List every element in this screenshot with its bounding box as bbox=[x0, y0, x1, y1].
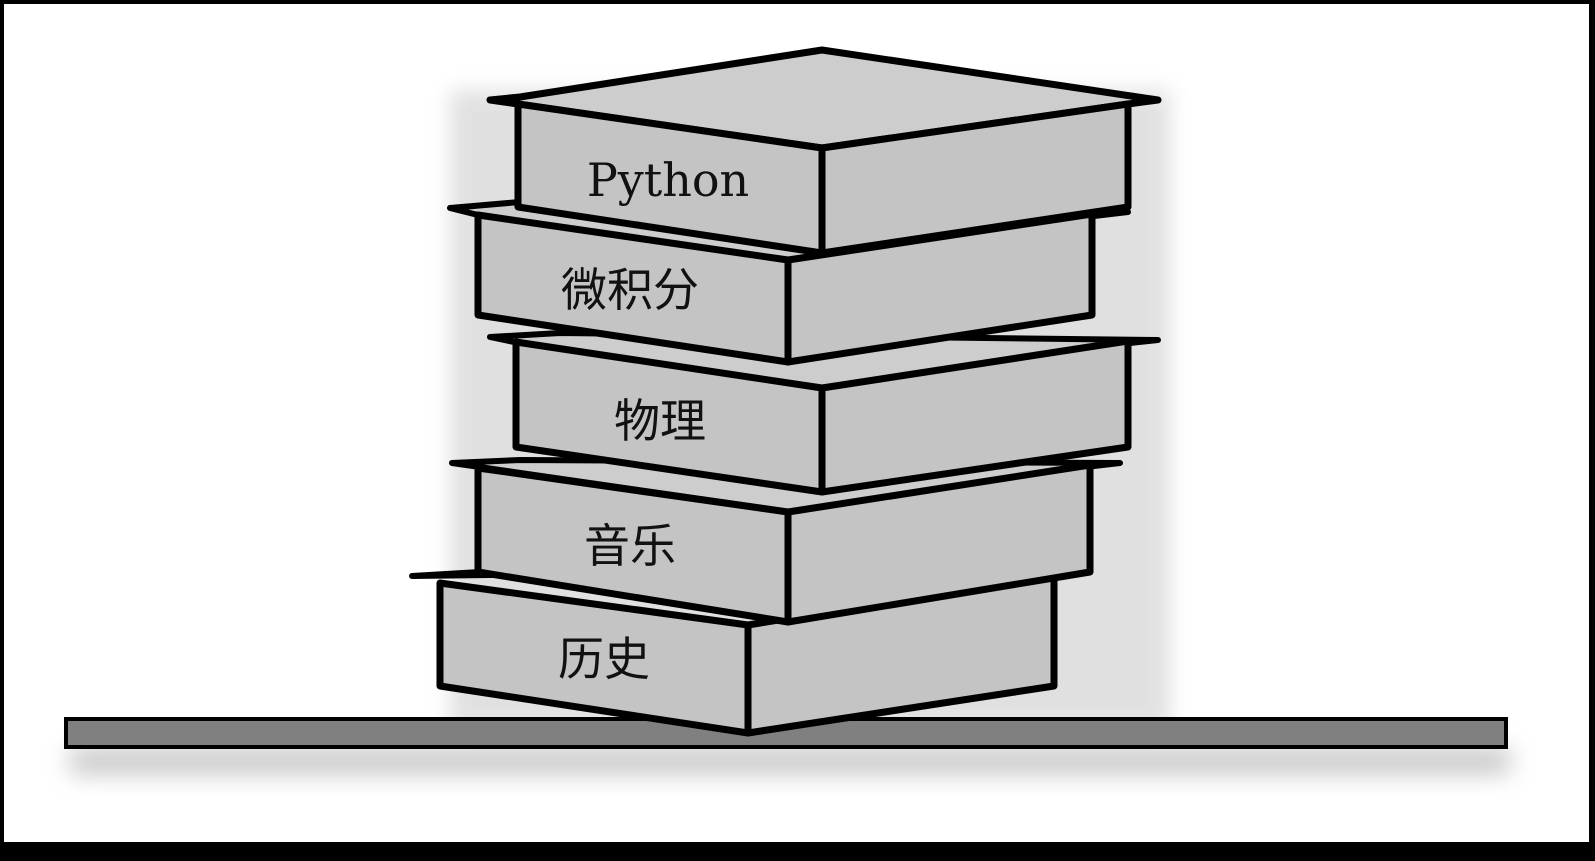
book-python-label: Python bbox=[587, 153, 749, 207]
book-physics-side bbox=[818, 337, 1132, 496]
book-music-side bbox=[784, 461, 1094, 626]
book-physics: 物理 bbox=[487, 330, 1161, 496]
book-python-side bbox=[818, 100, 1132, 257]
book-calculus-label: 微积分 bbox=[561, 263, 699, 317]
book-history-label: 历史 bbox=[558, 632, 650, 686]
book-music-label: 音乐 bbox=[584, 519, 676, 573]
shelf-shadow bbox=[70, 748, 1510, 774]
book-physics-label: 物理 bbox=[614, 394, 706, 448]
book-python: Python bbox=[486, 46, 1162, 257]
